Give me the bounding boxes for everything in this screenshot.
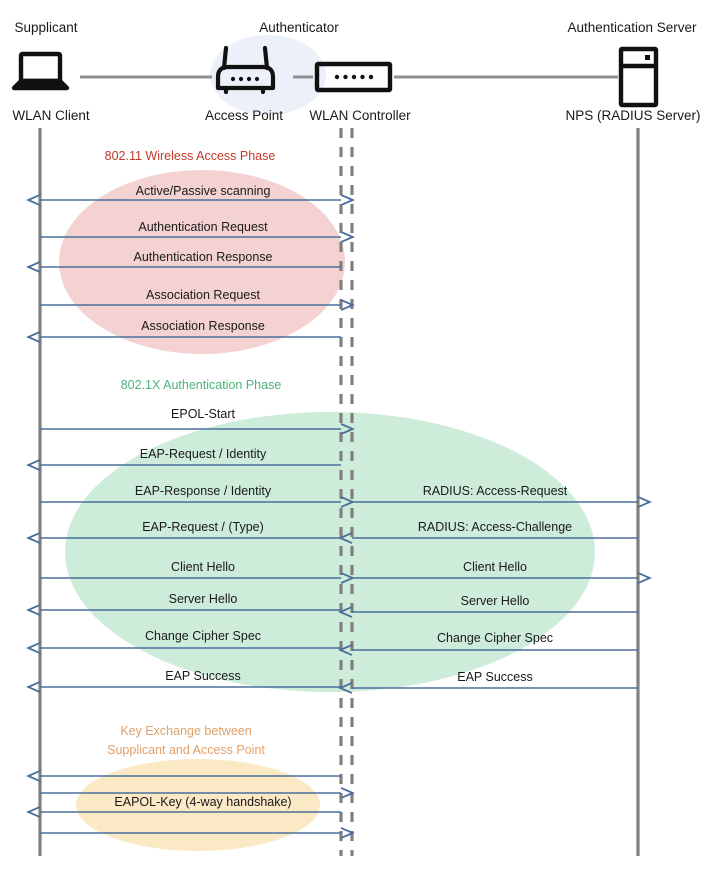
actor-role-supplicant: Supplicant xyxy=(14,20,78,35)
msg-association-response: Association Response xyxy=(141,319,265,333)
phase-label-key-exchange-line2: Supplicant and Access Point xyxy=(107,743,265,757)
msg-association-request: Association Request xyxy=(146,288,260,302)
msg-authentication-request: Authentication Request xyxy=(138,220,268,234)
msg-eapol-start: EPOL-Start xyxy=(171,407,235,421)
msg-server-hello-right: Server Hello xyxy=(460,594,530,608)
msg-change-cipher-spec-right: Change Cipher Spec xyxy=(436,631,554,645)
msg-radius-access-request: RADIUS: Access-Request xyxy=(422,484,568,498)
msg-authentication-response: Authentication Response xyxy=(133,250,273,264)
authenticator-halo xyxy=(210,35,326,115)
msg-eap-request-type: EAP-Request / (Type) xyxy=(142,520,264,534)
wlan-controller-icon xyxy=(314,61,393,93)
msg-client-hello-right: Client Hello xyxy=(463,560,527,574)
msg-eap-request-identity: EAP-Request / Identity xyxy=(139,447,267,461)
msg-eap-response-identity: EAP-Response / Identity xyxy=(134,484,272,498)
phase-bubble-80211 xyxy=(59,170,345,354)
actor-role-authentication-server: Authentication Server xyxy=(567,20,697,35)
laptop-icon xyxy=(11,51,70,91)
right-message-arrows xyxy=(352,502,638,688)
msg-client-hello-left: Client Hello xyxy=(171,560,235,574)
phase-label-8021x: 802.1X Authentication Phase xyxy=(120,378,282,392)
msg-eapol-key-4way-handshake: EAPOL-Key (4-way handshake) xyxy=(114,795,292,809)
msg-active-passive-scanning: Active/Passive scanning xyxy=(135,184,271,198)
msg-eap-success-left: EAP Success xyxy=(165,669,241,683)
actor-device-wlan-controller: WLAN Controller xyxy=(309,108,411,123)
msg-radius-access-challenge: RADIUS: Access-Challenge xyxy=(417,520,573,534)
actor-device-nps-radius-server: NPS (RADIUS Server) xyxy=(565,108,701,123)
phase-bubble-8021x xyxy=(65,412,595,692)
phase-label-80211: 802.11 Wireless Access Phase xyxy=(104,149,276,163)
phase-bubble-key-exchange xyxy=(76,759,320,851)
actor-device-wlan-client: WLAN Client xyxy=(12,108,90,123)
msg-server-hello-left: Server Hello xyxy=(168,592,238,606)
server-icon xyxy=(618,46,659,108)
actor-role-authenticator: Authenticator xyxy=(259,20,339,35)
left-message-arrows xyxy=(40,200,341,833)
msg-eap-success-right: EAP Success xyxy=(457,670,533,684)
phase-label-key-exchange-line1: Key Exchange between xyxy=(120,724,252,738)
wireless-router-icon xyxy=(215,45,276,95)
msg-change-cipher-spec-left: Change Cipher Spec xyxy=(144,629,262,643)
actor-device-access-point: Access Point xyxy=(204,108,284,123)
